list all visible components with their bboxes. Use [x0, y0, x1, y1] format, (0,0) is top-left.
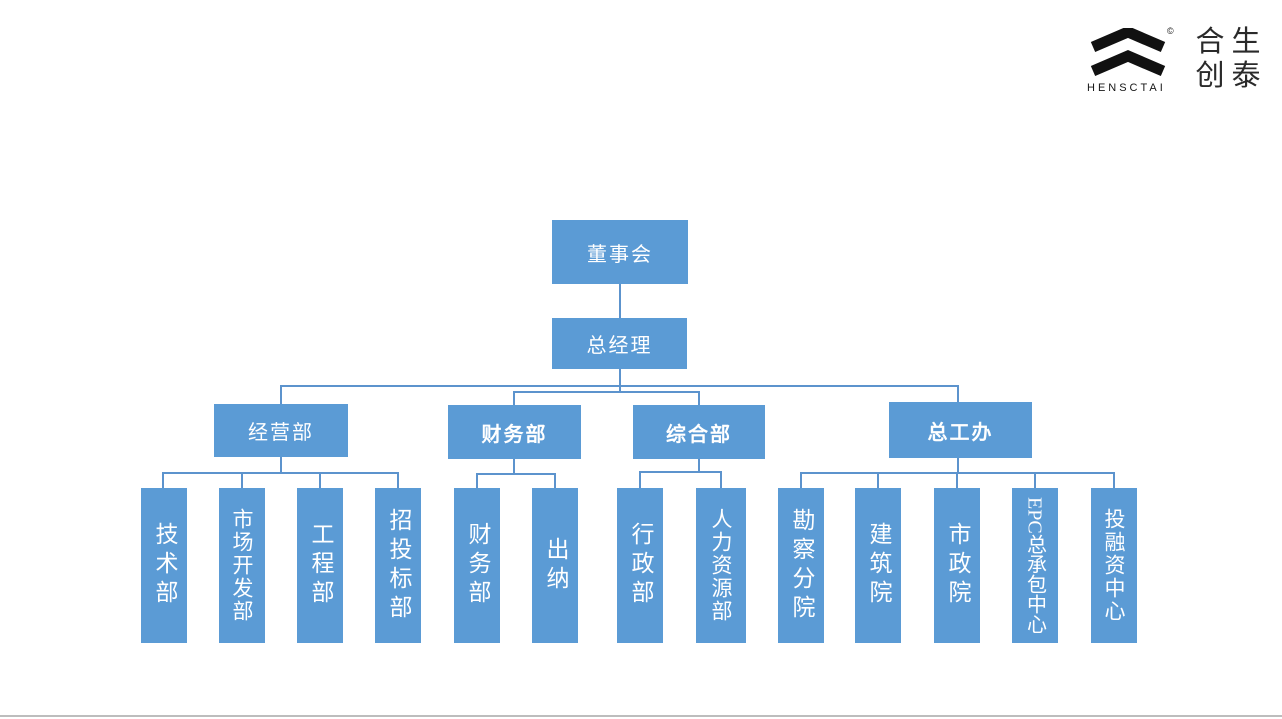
connector-line	[800, 472, 802, 488]
chinese-wordmark: 合 生 创 泰	[1192, 22, 1264, 92]
connector-line	[476, 473, 556, 475]
wordmark-char: 泰	[1231, 60, 1261, 92]
connector-line	[619, 284, 621, 318]
org-box-sub: 技术部	[141, 488, 187, 643]
org-box-sub: 建筑院	[855, 488, 901, 643]
connector-line	[554, 473, 556, 488]
connector-line	[698, 391, 700, 405]
org-box-sub: 人力资源部	[696, 488, 746, 643]
wordmark-char: 合	[1195, 26, 1225, 58]
org-box-general-manager: 总经理	[552, 318, 687, 369]
org-box-sub: 工程部	[297, 488, 343, 643]
org-box-sub: EPC总承包中心	[1012, 488, 1058, 643]
org-box-sub: 勘察分院	[778, 488, 824, 643]
connector-line	[513, 459, 515, 474]
org-box-sub: 行政部	[617, 488, 663, 643]
org-box-dept: 总工办	[889, 402, 1032, 458]
chevron-logomark-icon	[1090, 28, 1166, 77]
connector-line	[476, 473, 478, 488]
org-box-dept: 综合部	[633, 405, 765, 459]
org-box-sub: 招投标部	[375, 488, 421, 643]
org-box-board: 董事会	[552, 220, 688, 284]
connector-line	[639, 471, 641, 488]
connector-line	[957, 385, 959, 402]
org-box-dept: 财务部	[448, 405, 581, 459]
connector-line	[698, 459, 700, 472]
org-box-sub: 财务部	[454, 488, 500, 643]
connector-line	[639, 471, 722, 473]
org-box-sub: 市政院	[934, 488, 980, 643]
connector-line	[241, 472, 243, 488]
connector-line	[956, 472, 958, 488]
org-box-dept: 经营部	[214, 404, 348, 457]
connector-line	[280, 457, 282, 473]
connector-line	[1113, 472, 1115, 488]
connector-line	[162, 472, 164, 488]
org-box-sub: 出纳	[532, 488, 578, 643]
wordmark-char: 生	[1231, 26, 1261, 58]
connector-line	[162, 472, 399, 474]
connector-line	[513, 391, 515, 405]
connector-line	[513, 391, 700, 393]
wordmark-char: 创	[1195, 60, 1225, 92]
org-box-sub: 市场开发部	[219, 488, 265, 643]
connector-line	[397, 472, 399, 488]
org-box-sub: 投融资中心	[1091, 488, 1137, 643]
connector-line	[957, 458, 959, 473]
copyright-symbol: ©	[1167, 26, 1174, 36]
connector-line	[619, 369, 621, 392]
connector-line	[1034, 472, 1036, 488]
company-logo: HENSCTAI © 合 生 创 泰	[1085, 20, 1270, 98]
connector-line	[280, 385, 282, 404]
slide-bottom-border	[0, 715, 1282, 717]
connector-line	[720, 471, 722, 488]
connector-line	[280, 385, 959, 387]
brand-name-text: HENSCTAI	[1087, 82, 1166, 94]
connector-line	[877, 472, 879, 488]
connector-line	[319, 472, 321, 488]
